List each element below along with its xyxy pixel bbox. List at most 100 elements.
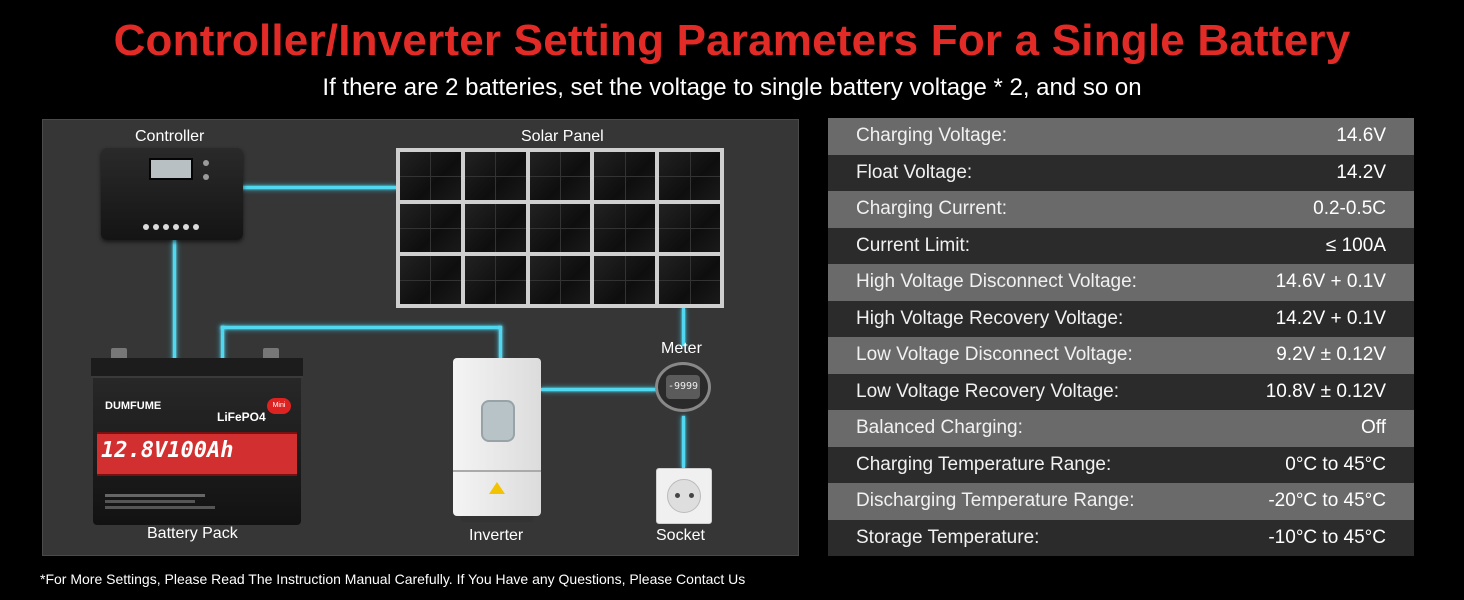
solar-cell	[529, 256, 591, 304]
setting-name: Balanced Charging:	[856, 417, 1023, 439]
setting-value: 9.2V ± 0.12V	[1276, 344, 1386, 366]
solar-cell	[464, 204, 526, 252]
solar-panel	[396, 148, 724, 308]
settings-row: High Voltage Disconnect Voltage: 14.6V + …	[828, 264, 1414, 301]
controller-button	[203, 174, 209, 180]
setting-value: 14.6V + 0.1V	[1275, 271, 1386, 293]
solar-cell	[594, 256, 656, 304]
battery-red-band	[97, 432, 297, 476]
controller-label: Controller	[135, 128, 205, 145]
solar-cell	[659, 204, 720, 252]
setting-value: Off	[1361, 417, 1386, 439]
setting-name: Float Voltage:	[856, 161, 973, 183]
battery-fine-print	[105, 506, 215, 509]
inverter-divider	[453, 470, 541, 472]
wire-meter-socket	[682, 416, 685, 468]
power-meter: -9999	[655, 362, 711, 412]
battery-badge: Mini	[267, 398, 291, 414]
solar-cell	[400, 204, 461, 252]
controller-screen	[149, 158, 193, 180]
solar-panel-label: Solar Panel	[521, 128, 604, 145]
meter-reading: -9999	[666, 375, 700, 399]
socket-ring	[667, 479, 701, 513]
settings-table: Charging Voltage: 14.6V Float Voltage: 14.…	[828, 118, 1414, 556]
battery-fine-print	[105, 494, 205, 497]
wire-battery-inverter-h	[221, 326, 501, 329]
controller-port	[153, 224, 159, 230]
battery-pack-label: Battery Pack	[147, 525, 238, 542]
solar-cell	[400, 152, 461, 200]
controller-port	[183, 224, 189, 230]
settings-row: Current Limit: ≤ 100A	[828, 227, 1414, 264]
wire-inverter-meter	[541, 388, 657, 391]
setting-value: 0.2-0.5C	[1313, 198, 1386, 220]
solar-cell	[400, 256, 461, 304]
battery-terminal-negative	[263, 348, 279, 360]
setting-name: Low Voltage Recovery Voltage:	[856, 380, 1120, 402]
footnote: *For More Settings, Please Read The Inst…	[40, 571, 746, 587]
setting-value: 14.6V	[1336, 125, 1386, 147]
solar-cell	[464, 152, 526, 200]
battery-terminal-positive	[111, 348, 127, 360]
setting-name: Low Voltage Disconnect Voltage:	[856, 344, 1133, 366]
controller-port	[193, 224, 199, 230]
settings-row: Discharging Temperature Range:-20°C to 4…	[828, 483, 1414, 520]
setting-name: Charging Temperature Range:	[856, 453, 1112, 475]
solar-cell	[594, 204, 656, 252]
wire-controller-battery	[173, 238, 176, 362]
inverter-terminals	[461, 516, 533, 522]
settings-row: High Voltage Recovery Voltage:14.2V + 0.…	[828, 300, 1414, 337]
controller-port	[173, 224, 179, 230]
wire-solar-meter	[682, 308, 685, 346]
meter-label: Meter	[661, 340, 702, 357]
setting-name: Current Limit:	[856, 234, 971, 256]
controller-button	[203, 160, 209, 166]
setting-name: Discharging Temperature Range:	[856, 490, 1135, 512]
setting-name: Charging Voltage:	[856, 125, 1008, 147]
wiring-diagram: Controller Solar Panel Meter Battery Pac…	[42, 119, 799, 556]
battery-lid	[91, 358, 303, 378]
setting-value: 14.2V	[1336, 161, 1386, 183]
socket-pin	[689, 493, 694, 498]
solar-cell	[659, 256, 720, 304]
solar-cell	[659, 152, 720, 200]
inverter	[453, 358, 541, 522]
solar-cell	[529, 204, 591, 252]
battery-fine-print	[105, 500, 195, 503]
setting-name: High Voltage Disconnect Voltage:	[856, 271, 1137, 293]
power-socket	[656, 468, 712, 524]
page-subtitle: If there are 2 batteries, set the voltag…	[322, 74, 1142, 101]
inverter-label: Inverter	[469, 527, 524, 544]
setting-value: 0°C to 45°C	[1285, 453, 1386, 475]
settings-row: Low Voltage Disconnect Voltage: 9.2V ± 0.…	[828, 337, 1414, 374]
settings-row: Charging Current: 0.2-0.5C	[828, 191, 1414, 228]
controller-port	[143, 224, 149, 230]
solar-cell	[594, 152, 656, 200]
battery-brand: DUMFUME	[105, 400, 162, 412]
battery-chemistry: LiFePO4	[217, 410, 266, 424]
settings-row: Float Voltage: 14.2V	[828, 154, 1414, 191]
solar-cell	[464, 256, 526, 304]
battery-pack: DUMFUME Mini LiFePO4 12.8V100Ah	[91, 348, 303, 525]
setting-name: Storage Temperature:	[856, 526, 1040, 548]
setting-value: -10°C to 45°C	[1268, 526, 1386, 548]
wire-battery-inverter-v1	[221, 326, 224, 362]
page-title: Controller/Inverter Setting Parameters F…	[113, 16, 1351, 65]
settings-row: Balanced Charging: Off	[828, 410, 1414, 447]
setting-value: ≤ 100A	[1325, 234, 1386, 256]
battery-capacity: 12.8V100Ah	[101, 438, 234, 463]
setting-value: 14.2V + 0.1V	[1275, 307, 1386, 329]
setting-name: Charging Current:	[856, 198, 1008, 220]
settings-row: Low Voltage Recovery Voltage: 10.8V ± 0.1…	[828, 373, 1414, 410]
socket-pin	[675, 493, 680, 498]
settings-row: Charging Voltage: 14.6V	[828, 118, 1414, 155]
charge-controller	[101, 148, 243, 240]
controller-port	[163, 224, 169, 230]
inverter-display	[481, 400, 515, 442]
socket-label: Socket	[656, 527, 705, 544]
settings-row: Storage Temperature: -10°C to 45°C	[828, 519, 1414, 556]
settings-row: Charging Temperature Range: 0°C to 45°C	[828, 446, 1414, 483]
solar-cell	[529, 152, 591, 200]
wire-battery-inverter-v2	[499, 326, 502, 360]
setting-value: 10.8V ± 0.12V	[1265, 380, 1386, 402]
